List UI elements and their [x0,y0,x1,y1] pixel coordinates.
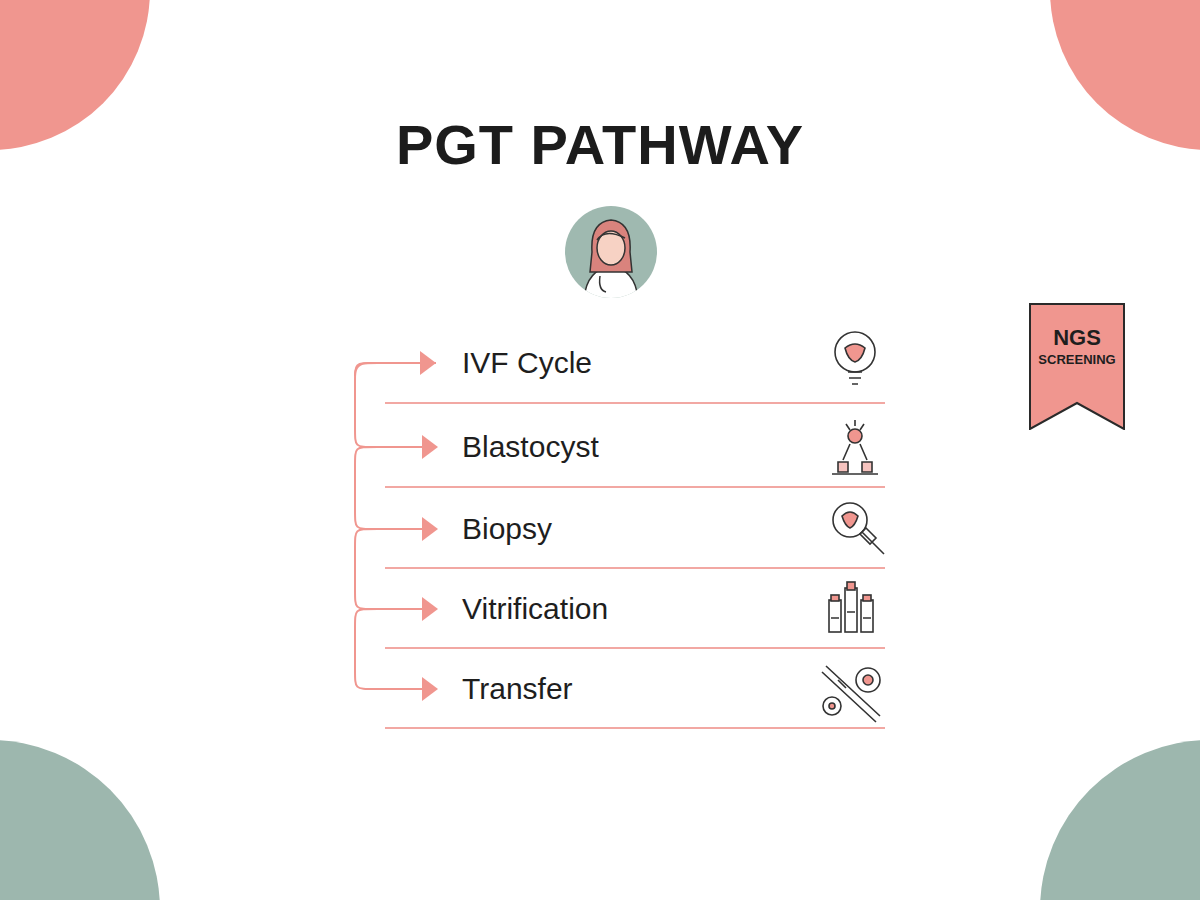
step-label: Biopsy [436,512,552,546]
step-row: Transfer [436,654,816,724]
step-label: Blastocyst [436,430,599,464]
flow-connector [355,363,436,447]
row-rule [385,403,885,728]
badge-label: SCREENING [1038,351,1115,369]
step-row: Biopsy [436,494,816,564]
blastocyst-icon [832,420,878,474]
step-row: Vitrification [436,574,816,644]
step-label: IVF Cycle [436,346,592,380]
flow-connector [355,529,436,609]
vitrification-icon [829,582,873,632]
ribbon-badge: NGSSCREENING [1029,303,1125,430]
biopsy-icon [833,503,884,554]
badge-label: NGS [1053,325,1101,351]
step-label: Transfer [436,672,573,706]
ivf-icon [835,332,875,384]
corner-blob [1050,0,1200,150]
flow-connector [355,609,436,689]
ribbon-outline [1030,304,1124,429]
step-label: Vitrification [436,592,608,626]
doctor-avatar [565,206,657,300]
diagram-title: PGT PATHWAY [0,112,1200,177]
transfer-icon [822,666,880,722]
corner-blob [0,740,160,900]
flow-connector [355,447,436,529]
corner-blob [0,0,150,150]
corner-blob [1040,740,1200,900]
step-icons [822,332,884,722]
step-row: IVF Cycle [436,328,816,398]
step-row: Blastocyst [436,412,816,482]
